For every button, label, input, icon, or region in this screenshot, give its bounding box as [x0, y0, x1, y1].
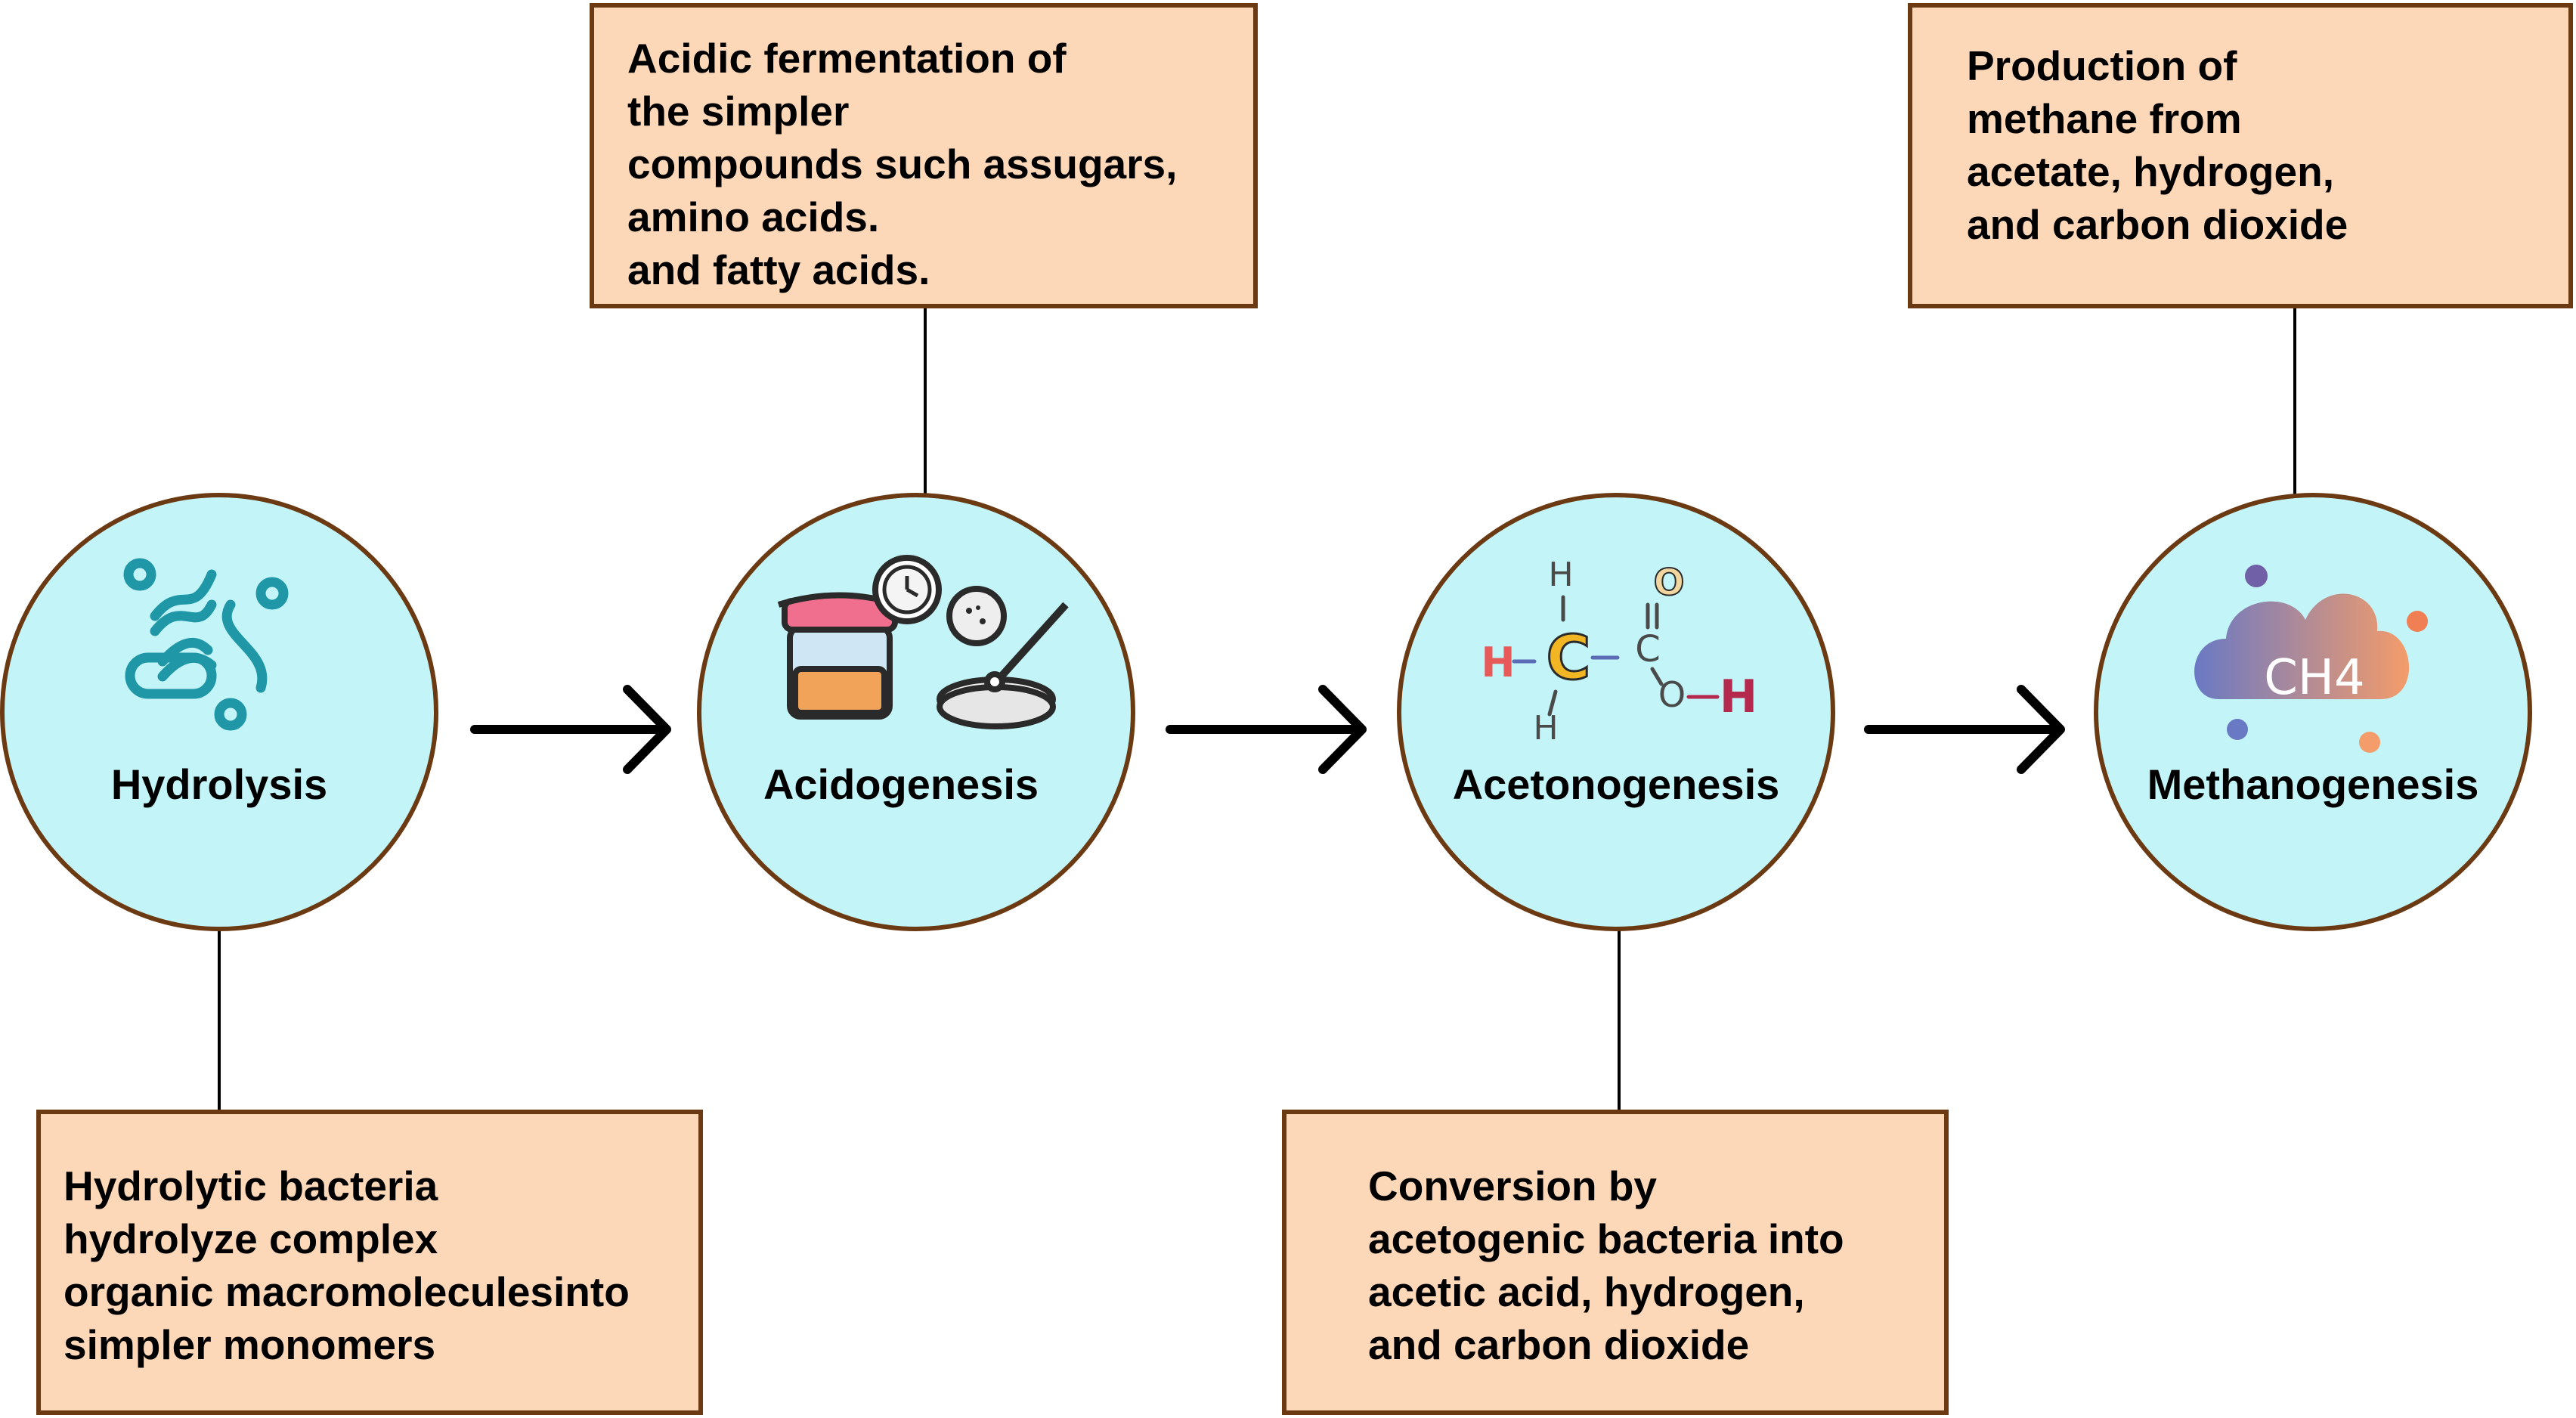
stage-circle-methanogenesis: [2094, 493, 2532, 931]
atom-h-left: H: [1481, 639, 1515, 686]
stage-label-acidogenesis: Acidogenesis: [763, 760, 1039, 808]
description-line: acetate, hydrogen,: [1967, 148, 2334, 195]
description-line: and fatty acids.: [627, 246, 930, 293]
description-line: methane from: [1967, 95, 2242, 142]
atom-h-bottom: H: [1533, 709, 1558, 748]
description-box-hydrolysis: Hydrolytic bacteria hydrolyze complex or…: [36, 1110, 703, 1415]
methane-formula: CH4: [2264, 650, 2365, 706]
description-line: Acidic fermentation of: [627, 35, 1067, 82]
atom-h-right: H: [1720, 670, 1757, 723]
description-line: acetogenic bacteria into: [1368, 1215, 1844, 1262]
atom-h-top: H: [1548, 556, 1573, 594]
arrow-3: [1864, 685, 2065, 774]
atom-o-right: O: [1658, 674, 1686, 715]
atom-c-main: C: [1547, 623, 1591, 693]
description-line: Production of: [1967, 42, 2237, 89]
description-line: Conversion by: [1368, 1163, 1658, 1209]
description-line: simpler monomers: [63, 1321, 436, 1368]
stage-label-methanogenesis: Methanogenesis: [2147, 760, 2479, 808]
description-line: Hydrolytic bacteria: [63, 1163, 438, 1209]
description-line: compounds such assugars,: [627, 141, 1178, 187]
acetic-acid-molecule-icon: H H H C C O O H: [1481, 556, 1757, 748]
arrow-1: [470, 685, 671, 774]
description-line: organic macromoleculesinto: [63, 1268, 630, 1315]
atom-c-second: C: [1635, 628, 1661, 670]
description-box-methanogenesis: Production of methane from acetate, hydr…: [1908, 3, 2573, 308]
description-box-acidogenesis: Acidic fermentation of the simpler compo…: [590, 3, 1258, 308]
arrow-2: [1166, 685, 1367, 774]
description-box-acetonogenesis: Conversion by acetogenic bacteria into a…: [1282, 1110, 1949, 1415]
description-line: and carbon dioxide: [1368, 1321, 1750, 1368]
description-line: amino acids.: [627, 194, 880, 240]
atom-o-top: O: [1654, 562, 1685, 604]
methane-cloud-icon: CH4: [2194, 565, 2428, 753]
stage-label-hydrolysis: Hydrolysis: [110, 760, 328, 808]
bacteria-icon: [123, 558, 289, 731]
description-line: acetic acid, hydrogen,: [1368, 1268, 1805, 1315]
description-line: and carbon dioxide: [1967, 201, 2348, 248]
stage-circle-acetonogenesis: [1397, 493, 1835, 931]
description-line: the simpler: [627, 88, 850, 135]
description-line: hydrolyze complex: [63, 1215, 438, 1262]
fermentation-jar-icon: [777, 555, 1069, 729]
stage-label-acetonogenesis: Acetonogenesis: [1452, 760, 1780, 808]
